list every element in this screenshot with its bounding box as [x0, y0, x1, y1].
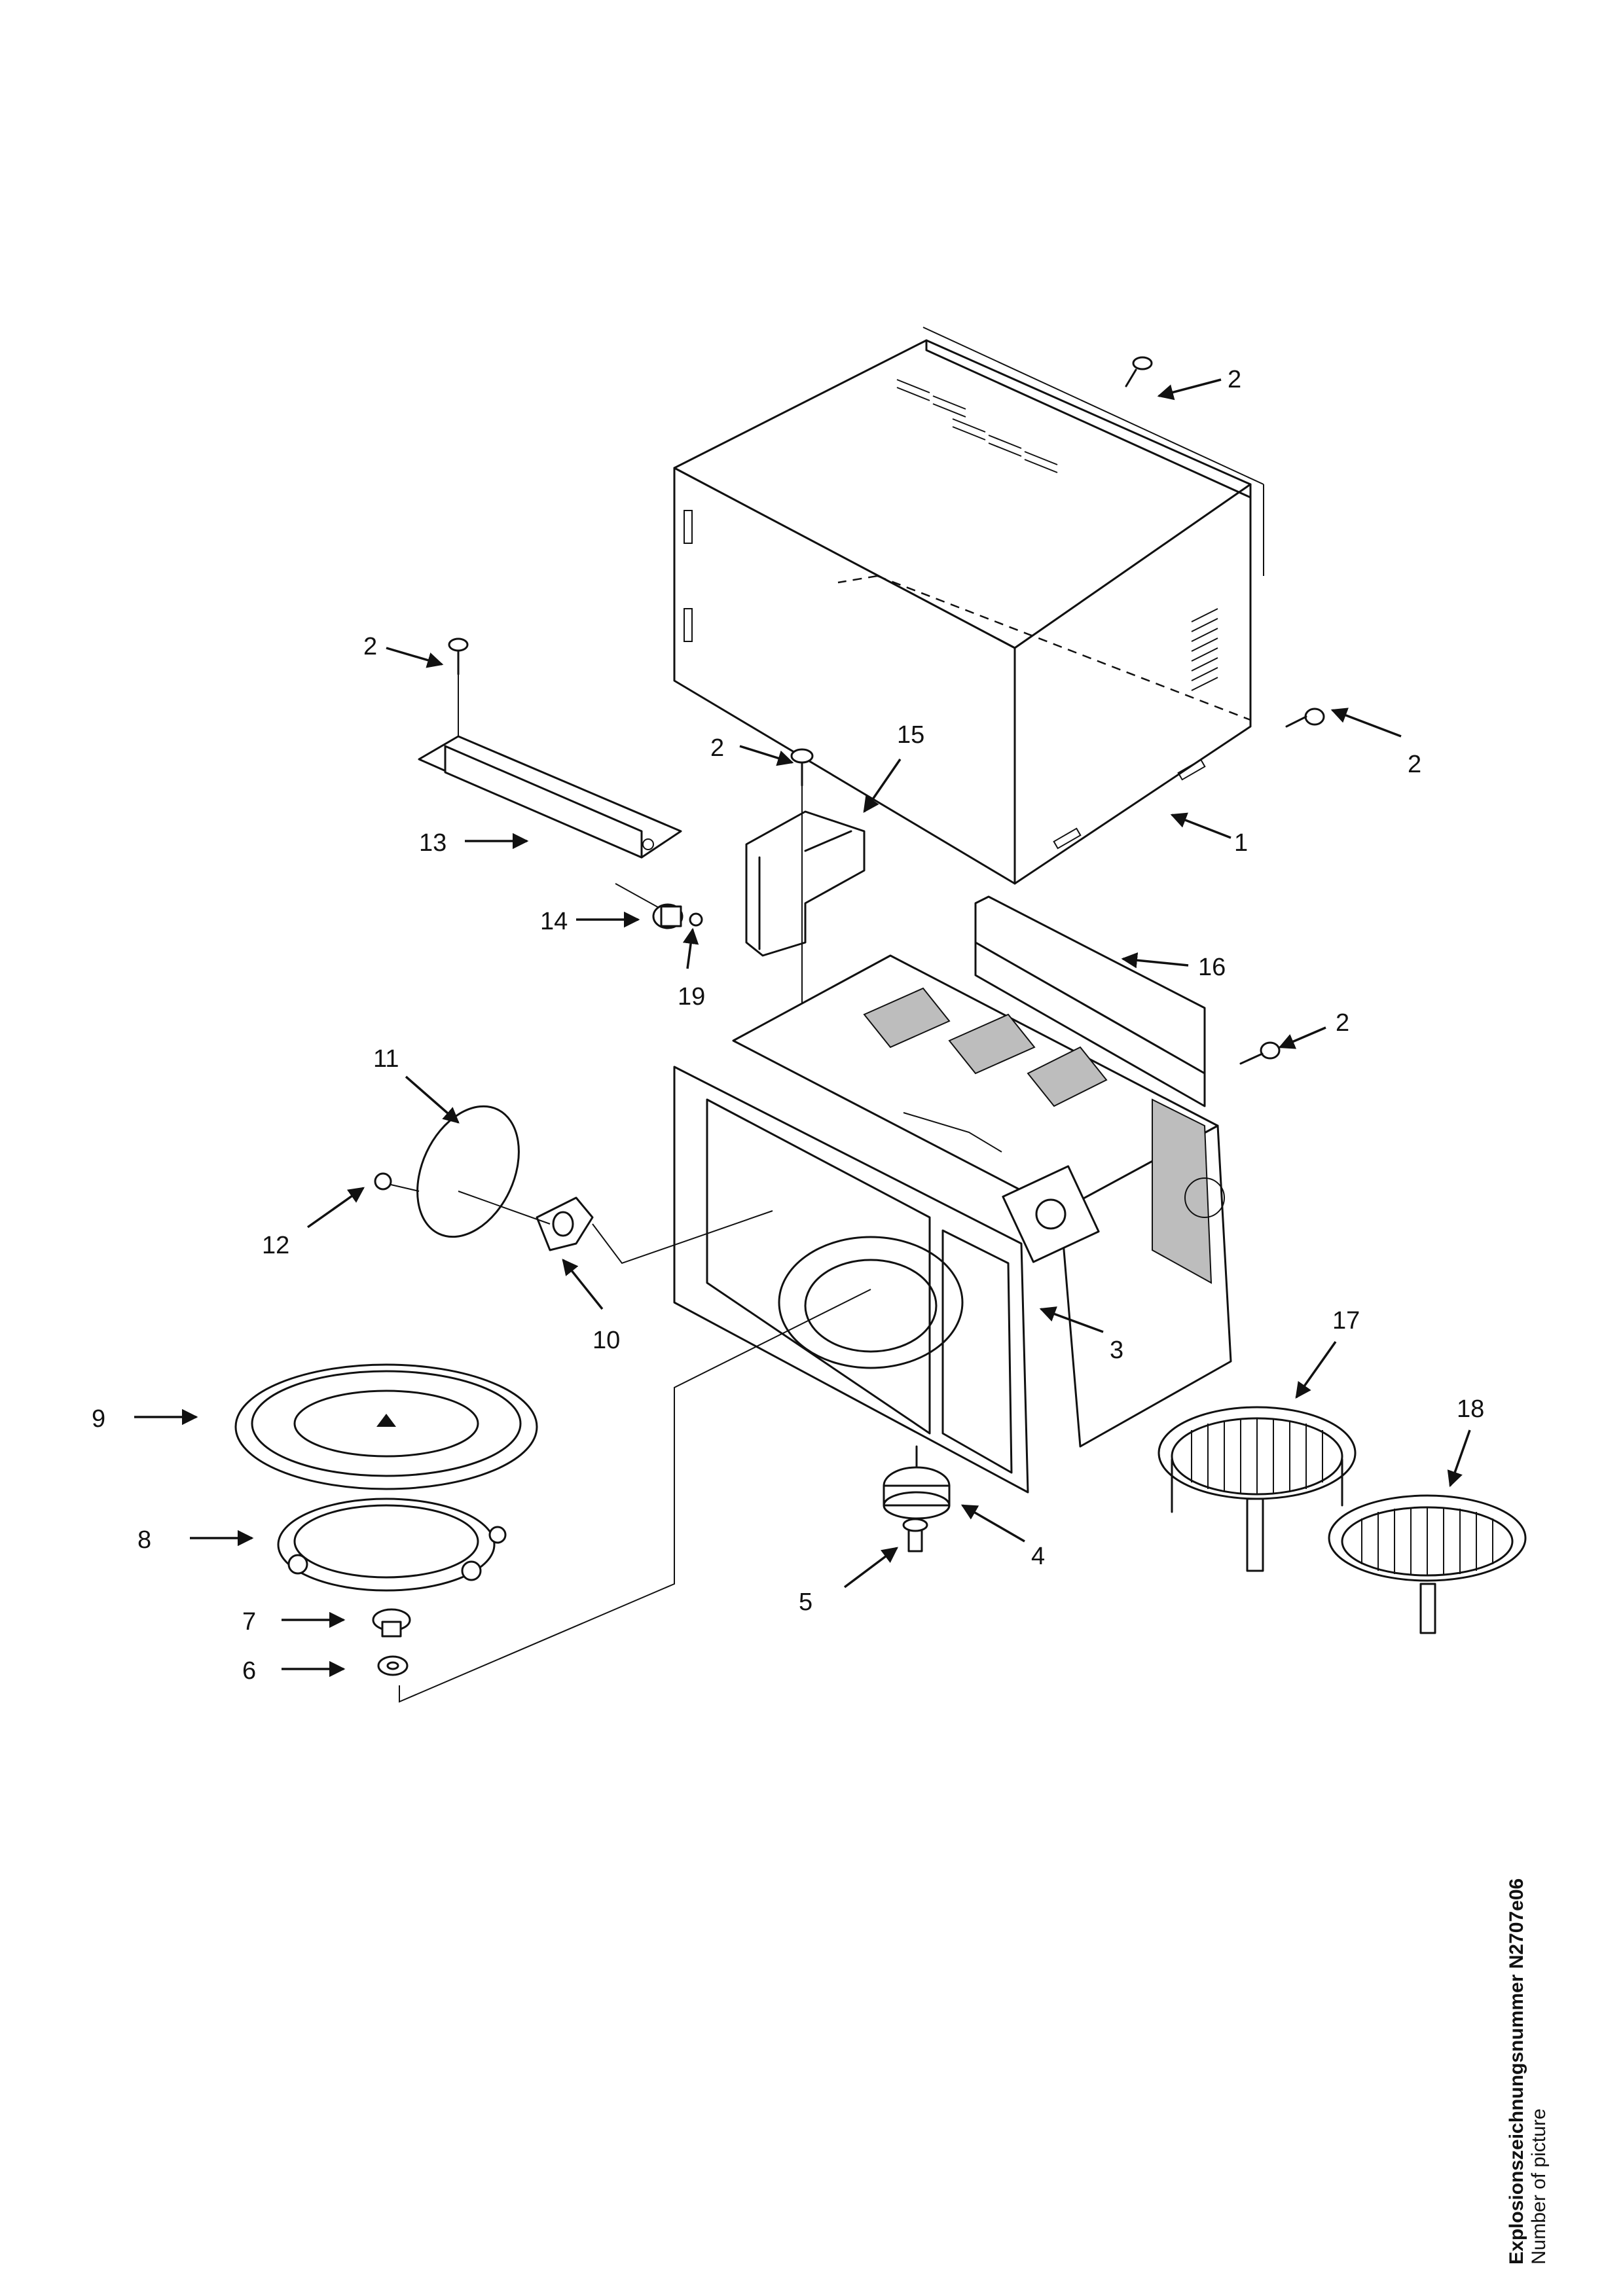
callout-arrow-3 — [1039, 1306, 1104, 1333]
stirrer-cover-part — [374, 1105, 773, 1265]
fuse-holder-part — [652, 903, 703, 929]
callout-5: 5 — [799, 1588, 812, 1616]
callout-14: 14 — [540, 908, 568, 935]
callout-13: 13 — [419, 829, 447, 857]
callout-2d: 2 — [1408, 751, 1421, 778]
callout-18: 18 — [1457, 1395, 1484, 1423]
callout-arrow-2e — [1278, 1026, 1326, 1049]
callout-4: 4 — [1031, 1543, 1045, 1570]
callout-11: 11 — [373, 1045, 399, 1073]
callout-17: 17 — [1332, 1307, 1360, 1335]
coupler-part — [372, 1289, 871, 1703]
callout-7: 7 — [242, 1608, 256, 1636]
callout-19: 19 — [678, 983, 705, 1011]
callout-arrow-2d — [1330, 708, 1402, 738]
callout-6: 6 — [242, 1657, 256, 1685]
callout-arrow-1 — [1170, 812, 1231, 839]
drawing-number-label: Number of picture — [1528, 2108, 1550, 2265]
drawing-caption: Explosionszeichnungsnummer N2707e06 Numb… — [1506, 1741, 1584, 2265]
callout-15: 15 — [897, 721, 924, 749]
callout-arrow-10 — [562, 1259, 604, 1310]
callout-arrow-4 — [960, 1504, 1025, 1543]
outer-cabinet-part — [673, 327, 1264, 885]
waveguide-box-part — [418, 655, 682, 917]
callout-arrow-17 — [1295, 1340, 1337, 1399]
low-rack-part — [1328, 1494, 1527, 1634]
callout-arrow-12 — [306, 1187, 365, 1229]
callout-arrow-15 — [863, 759, 902, 814]
callout-1: 1 — [1234, 829, 1248, 857]
callout-2c: 2 — [710, 734, 724, 762]
callout-16: 16 — [1198, 954, 1226, 981]
callout-arrow-2a — [1157, 378, 1222, 401]
callout-arrows — [134, 378, 1471, 1677]
callout-10: 10 — [593, 1327, 620, 1354]
callout-arrow-2b — [386, 647, 444, 668]
roller-ring-part — [277, 1498, 507, 1592]
callout-arrow-5 — [843, 1547, 898, 1588]
high-rack-part — [1158, 1406, 1357, 1572]
callout-3: 3 — [1110, 1336, 1123, 1364]
callout-2e: 2 — [1336, 1009, 1349, 1037]
inner-cavity-part — [673, 954, 1232, 1494]
callout-arrow-16 — [1121, 952, 1189, 969]
callout-arrow-18 — [1447, 1429, 1471, 1488]
turntable-motor-part — [883, 1445, 951, 1552]
callout-arrow-2c — [739, 745, 794, 766]
callout-labels: 2 2 2 2 2 1 3 4 5 6 7 8 9 10 11 12 13 14… — [92, 366, 1484, 1685]
screw-part — [448, 356, 1325, 1065]
callout-2a: 2 — [1228, 366, 1241, 393]
drawing-number: Explosionszeichnungsnummer N2707e06 — [1506, 1878, 1527, 2265]
callout-8: 8 — [137, 1526, 151, 1554]
callout-9: 9 — [92, 1405, 105, 1433]
callout-arrow-19 — [682, 927, 699, 969]
bracket-part — [745, 766, 866, 1021]
callout-12: 12 — [262, 1232, 289, 1259]
callout-arrow-11 — [405, 1075, 460, 1124]
callout-2b: 2 — [363, 633, 377, 660]
back-plate-part — [974, 895, 1206, 1107]
turntable-glass-part — [234, 1363, 538, 1490]
